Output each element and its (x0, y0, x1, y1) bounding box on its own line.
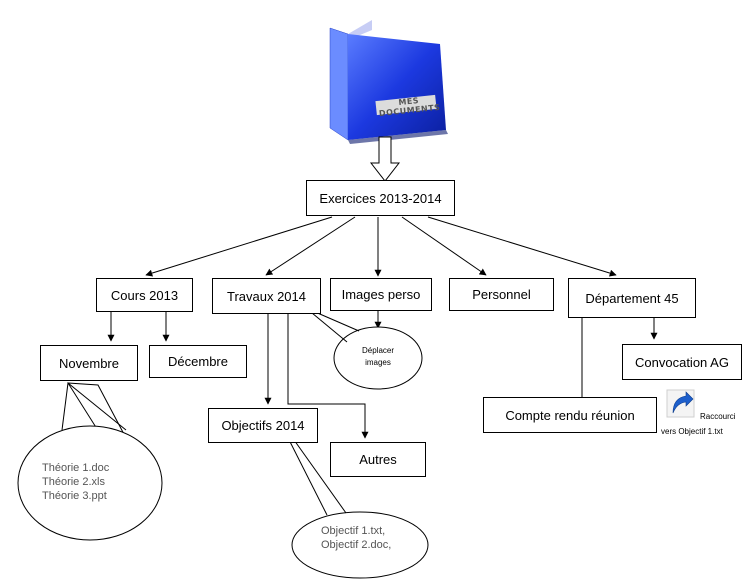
root-node[interactable]: Exercices 2013-2014 (306, 180, 455, 216)
node-personnel[interactable]: Personnel (449, 278, 554, 311)
node-decembre[interactable]: Décembre (149, 345, 247, 378)
bubble-theorie (17, 382, 163, 541)
bubble-theorie-line-3: Théorie 3.ppt (42, 490, 107, 502)
bubble-objectif-line-2: Objectif 2.doc, (321, 539, 392, 551)
shortcut-arrow-icon[interactable] (666, 389, 695, 418)
bubble-theorie-line-2: Théorie 2.xls (42, 476, 105, 488)
node-cours-2013[interactable]: Cours 2013 (96, 278, 193, 312)
shortcut-label-line-2: vers Objectif 1.txt (661, 427, 723, 436)
bubble-objectif-line-1: Objectif 1.txt, (321, 525, 386, 537)
node-images-perso[interactable]: Images perso (330, 278, 432, 311)
bubble-deplacer-line-1: Déplacer (361, 346, 394, 355)
shortcut-label-line-1: Raccourci (700, 412, 736, 421)
bubble-deplacer-line-2: images (365, 358, 391, 367)
node-departement-45[interactable]: Département 45 (568, 278, 696, 318)
node-convocation-ag[interactable]: Convocation AG (622, 344, 742, 380)
node-compte-rendu[interactable]: Compte rendu réunion (483, 397, 657, 433)
bubble-deplacer (305, 307, 423, 390)
root-connectors (145, 216, 617, 277)
node-objectifs-2014[interactable]: Objectifs 2014 (208, 408, 318, 443)
node-novembre[interactable]: Novembre (40, 345, 138, 381)
folder-icon (329, 20, 448, 144)
bubble-theorie-line-1: Théorie 1.doc (42, 462, 110, 474)
node-travaux-2014[interactable]: Travaux 2014 (212, 278, 321, 314)
open-down-arrow (369, 136, 401, 182)
node-autres[interactable]: Autres (330, 442, 426, 477)
